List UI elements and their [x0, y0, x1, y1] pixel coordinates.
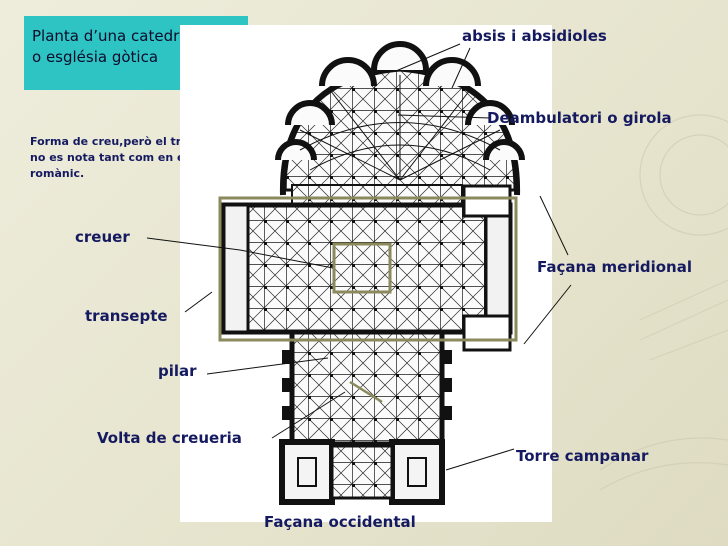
label-facana-meridional: Façana meridional — [537, 258, 692, 276]
title-line-1: Planta d’una catedral — [32, 27, 193, 45]
crossing-highlight — [332, 242, 392, 294]
label-torre: Torre campanar — [516, 447, 649, 465]
transept — [221, 202, 513, 335]
label-creuer: creuer — [75, 228, 130, 246]
apse-ribs — [299, 75, 501, 181]
nave — [289, 329, 445, 447]
facade-porch — [330, 444, 394, 500]
tower-right — [389, 439, 445, 505]
buttresses — [282, 350, 452, 420]
pointer-lines — [146, 43, 572, 471]
vault-highlight — [349, 380, 383, 404]
label-transepte: transepte — [85, 307, 168, 325]
transept-highlight — [218, 196, 518, 342]
label-deambulatori: Deambulatori o girola — [487, 109, 672, 127]
tower-left — [279, 439, 335, 505]
label-volta: Volta de creueria — [97, 429, 242, 447]
title-line-2: o església gòtica — [32, 48, 159, 66]
label-pilar: pilar — [158, 362, 197, 380]
label-absis: absis i absidioles — [462, 27, 607, 45]
label-facana-occidental: Façana occidental — [264, 513, 416, 531]
